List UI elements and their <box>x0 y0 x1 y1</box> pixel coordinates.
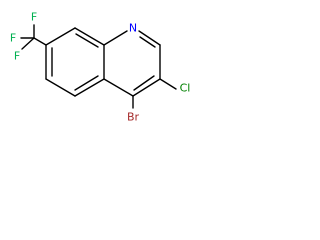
atom-labels: N Cl Br F F F <box>10 11 191 124</box>
atom-label-chlorine: Cl <box>180 82 191 95</box>
bond <box>139 36 156 48</box>
atom-label-bromine: Br <box>127 111 140 124</box>
bond <box>45 27 76 46</box>
bond <box>103 30 128 46</box>
bond <box>159 78 177 90</box>
bond <box>132 78 161 97</box>
atom-label-nitrogen: N <box>129 22 137 35</box>
bond <box>138 30 161 46</box>
bond <box>75 33 99 48</box>
bond <box>103 78 134 97</box>
atom-label-fluorine-top: F <box>31 11 37 24</box>
atom-label-fluorine-left: F <box>10 32 16 45</box>
bond <box>74 75 99 91</box>
bond <box>21 37 35 50</box>
bond <box>33 37 47 46</box>
bond <box>133 75 155 91</box>
atom-label-fluorine-bottom: F <box>14 50 20 63</box>
bond <box>74 27 105 46</box>
molecule-canvas: N Cl Br F F F <box>0 0 207 134</box>
bond <box>45 78 76 97</box>
bond <box>74 78 105 97</box>
bond-lines <box>20 24 177 109</box>
quinoline-structure-diagram: N Cl Br F F F <box>10 11 191 124</box>
